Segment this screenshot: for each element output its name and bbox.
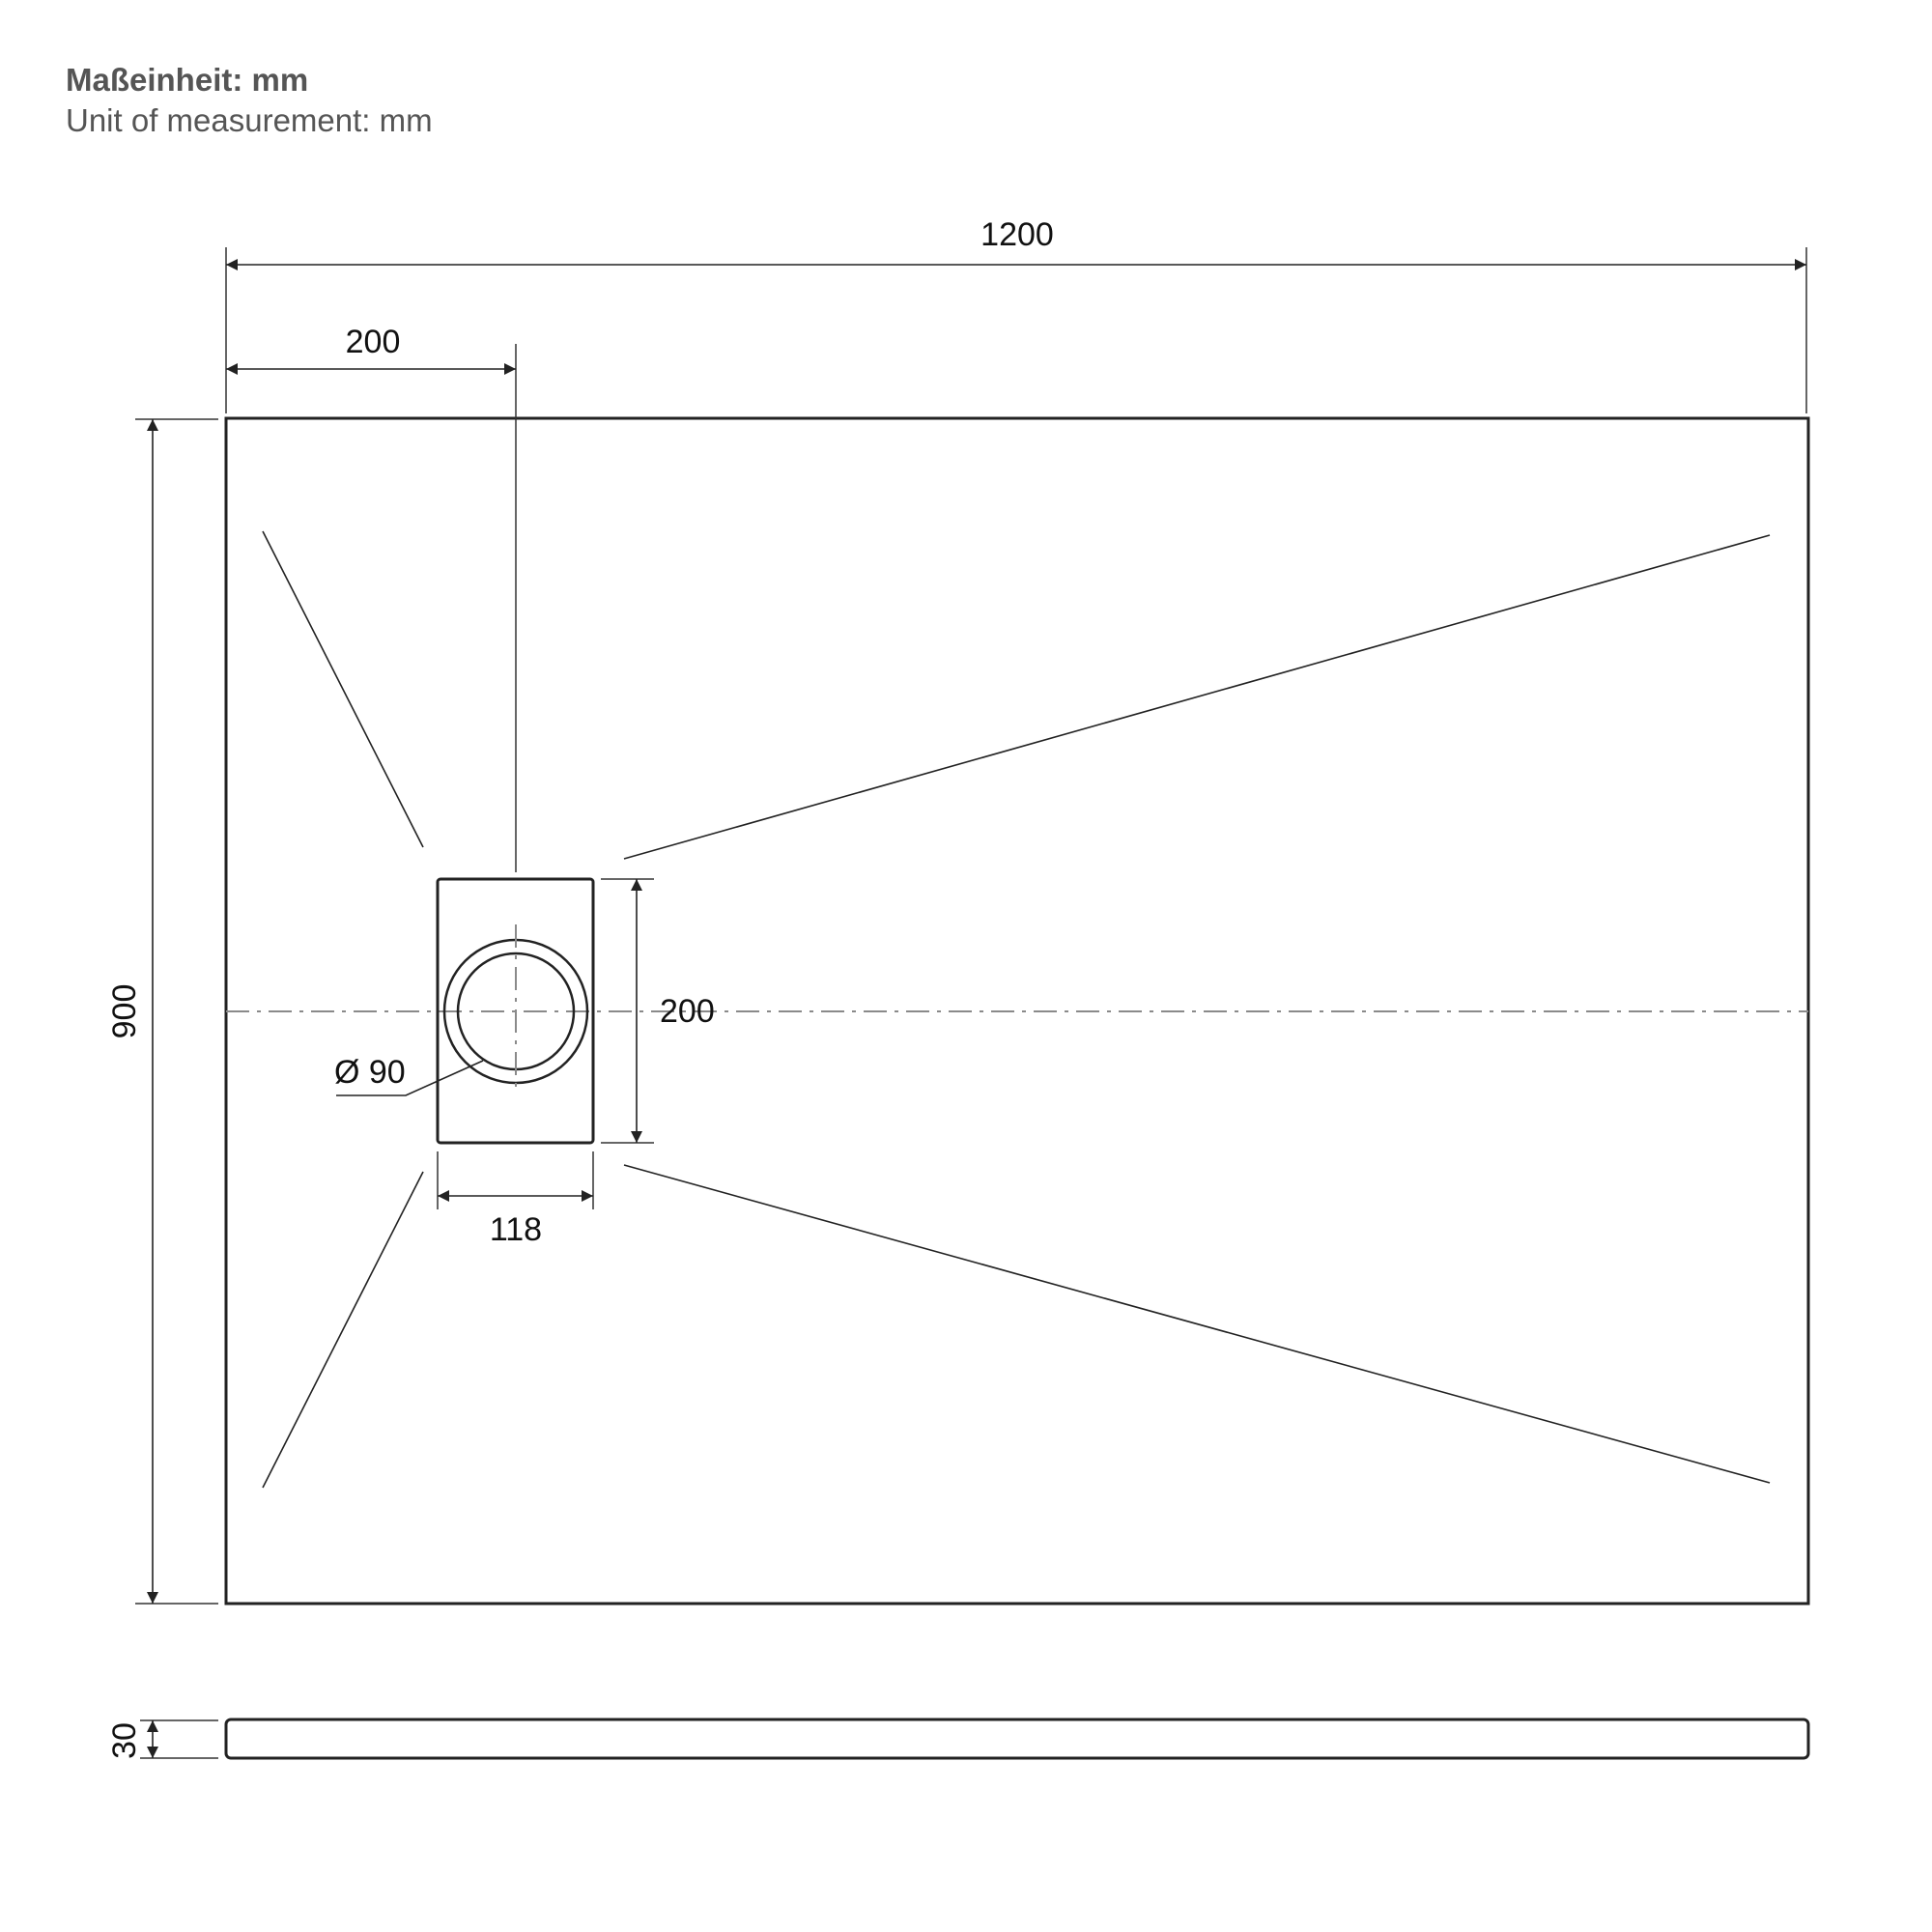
- drain-offset-label: 200: [346, 324, 401, 360]
- thickness-label: 30: [106, 1722, 143, 1759]
- slope-line-bottom-right: [623, 1164, 1771, 1484]
- drain-height-label: 200: [660, 993, 715, 1030]
- length-label: 1200: [980, 216, 1054, 253]
- drain-diameter-label: Ø 90: [334, 1054, 406, 1091]
- drain-box: [436, 877, 595, 1145]
- unit-label-english: Unit of measurement: mm: [66, 102, 433, 138]
- slope-line-top-right: [623, 534, 1771, 860]
- drain-width-label: 118: [490, 1211, 542, 1248]
- width-label: 900: [106, 984, 143, 1039]
- tray-side-view: [224, 1718, 1810, 1760]
- slope-line-bottom-left: [262, 1171, 424, 1489]
- diameter-leader: [336, 1060, 484, 1096]
- slope-line-top-left: [262, 530, 424, 848]
- tray-outline: [224, 416, 1810, 1605]
- unit-label-german: Maßeinheit: mm: [66, 62, 309, 98]
